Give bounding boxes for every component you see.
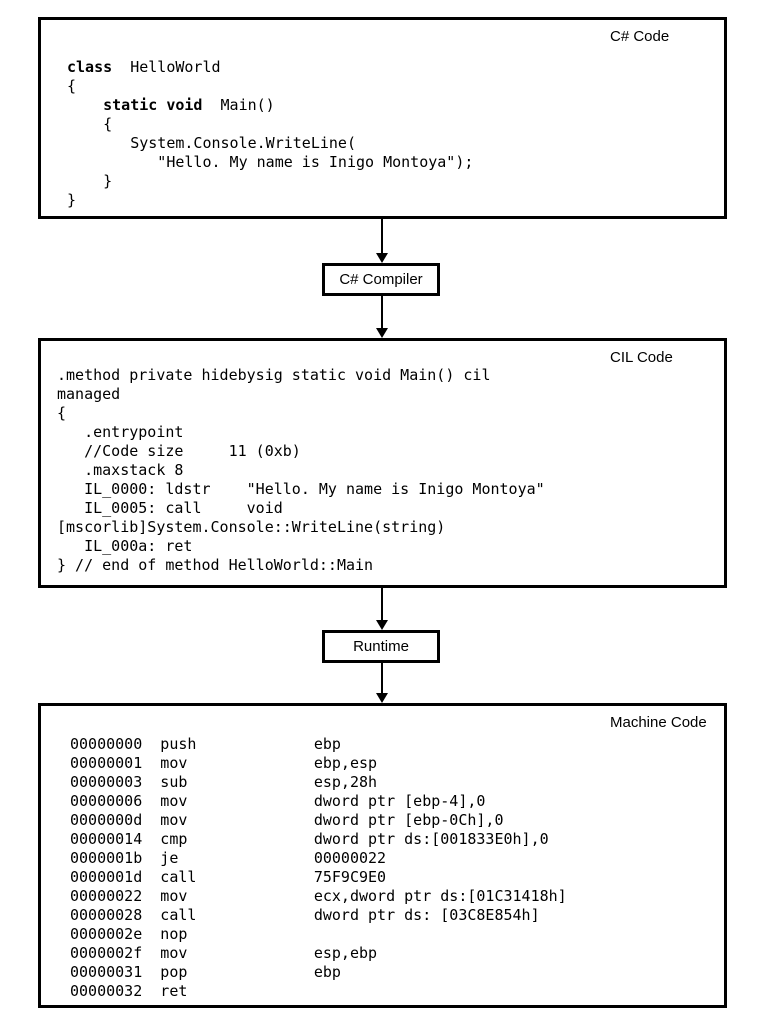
arrowhead-down-icon — [376, 693, 388, 703]
csharp-code-box: C# Code class HelloWorld{ static void Ma… — [38, 17, 727, 219]
runtime-box: Runtime — [322, 630, 440, 663]
arrow-cil-to-runtime — [375, 588, 389, 630]
cil-code-listing: .method private hidebysig static void Ma… — [57, 366, 545, 574]
cil-code-box-title: CIL Code — [610, 349, 673, 366]
arrow-shaft — [381, 296, 383, 328]
arrow-csharp-to-compiler — [375, 219, 389, 263]
runtime-label: Runtime — [353, 638, 409, 655]
arrow-shaft — [381, 219, 383, 253]
csharp-code-box-title: C# Code — [610, 28, 670, 45]
arrowhead-down-icon — [376, 253, 388, 263]
arrow-shaft — [381, 588, 383, 620]
csharp-code-listing: class HelloWorld{ static void Main() { S… — [67, 58, 474, 209]
machine-code-box-title: Machine Code — [610, 714, 707, 731]
arrow-runtime-to-machine — [375, 663, 389, 703]
arrow-shaft — [381, 663, 383, 693]
csharp-compiler-box: C# Compiler — [322, 263, 440, 296]
arrowhead-down-icon — [376, 328, 388, 338]
arrow-compiler-to-cil — [375, 296, 389, 338]
arrowhead-down-icon — [376, 620, 388, 630]
cil-code-box: CIL Code .method private hidebysig stati… — [38, 338, 727, 588]
csharp-compiler-label: C# Compiler — [339, 271, 423, 288]
